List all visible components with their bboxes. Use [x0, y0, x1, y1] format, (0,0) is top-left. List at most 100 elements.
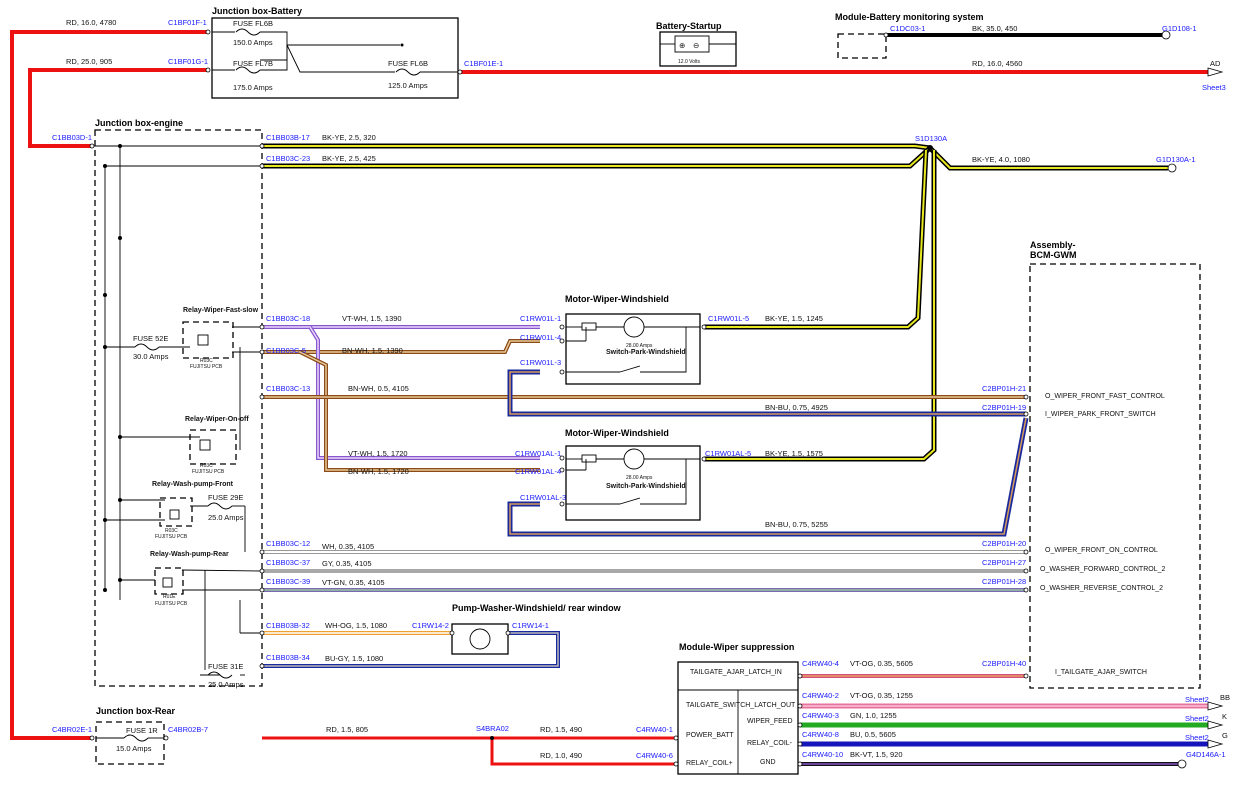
sheet-ref: AD [1210, 59, 1221, 68]
connector-label: C4RW40-4 [802, 659, 839, 668]
module-wiper-suppression: Module-Wiper suppression TAILGATE_AJAR_L… [677, 642, 799, 775]
wiper-module-title: Module-Wiper suppression [679, 642, 794, 652]
connector-label: C4RW40-10 [802, 750, 843, 759]
connector-label: C1BB03B-17 [266, 133, 310, 142]
relay-code: R01E [163, 594, 176, 600]
wire-label: VT-WH, 1.5, 1720 [348, 449, 408, 458]
resistor-icon [581, 322, 597, 331]
junction-box-engine: Junction box-engine FUSE 52E 30.0 Amps R… [94, 118, 263, 689]
fuse-amp: 25.0 Amps [208, 513, 244, 522]
wire-label: BN-WH, 1.5, 1390 [342, 346, 403, 355]
relay-onoff-title: Relay-Wiper-On-off [185, 416, 249, 423]
relay-coil-icon [169, 509, 180, 520]
fuse-amp: 125.0 Amps [388, 81, 428, 90]
signal-label: I_TAILGATE_AJAR_SWITCH [1055, 669, 1147, 676]
bms-title: Module-Battery monitoring system [835, 12, 984, 22]
module-bms: Module-Battery monitoring system [835, 12, 984, 59]
relay-code: R03C [200, 463, 213, 469]
sheet-arrow-icon [1207, 701, 1224, 711]
battery-plus-icon: ⊕ [679, 41, 685, 50]
pump-motor-icon [469, 628, 491, 650]
fuse-52e-icon [134, 343, 160, 351]
wire-label: BK-VT, 1.5, 920 [850, 750, 903, 759]
wire-label: VT-GN, 0.35, 4105 [322, 578, 385, 587]
wire-label: RD, 25.0, 905 [66, 57, 112, 66]
relay-wash-rear-title: Relay-Wash-pump-Rear [150, 551, 229, 558]
fuse-fl6b-icon [235, 28, 261, 36]
connector-label: C1BB03C-39 [266, 577, 310, 586]
battery-voltage: 12.0 Volts [678, 59, 700, 65]
relay-pcb: FUJITSU PCB [192, 469, 225, 475]
signal-label: O_WASHER_FORWARD_CONTROL_2 [1040, 566, 1165, 573]
connector-labels: C1BF01F-1 C1BF01G-1 C1BF01E-1 C1DC03-1 G… [52, 18, 1230, 760]
fuse-label: FUSE FL6B [388, 59, 428, 68]
motor1-title: Motor-Wiper-Windshield [565, 294, 669, 304]
jb-engine-internals [92, 145, 263, 676]
connector-label: C4RW40-2 [802, 691, 839, 700]
fuse-label: FUSE 52E [133, 334, 168, 343]
connector-label: G1D130A-1 [1156, 155, 1196, 164]
connector-label: C2BP01H-20 [982, 539, 1026, 548]
signal-label: O_WIPER_FRONT_FAST_CONTROL [1045, 393, 1165, 400]
connector-label: C1BB03C-37 [266, 558, 310, 567]
connector-label: C1RW01L-3 [520, 358, 561, 367]
pump-title: Pump-Washer-Windshield/ rear window [452, 603, 622, 613]
wire-label: RD, 1.0, 490 [540, 751, 582, 760]
connector-label: C1BB03C-13 [266, 384, 310, 393]
connector-label: C1RW01AL-4 [515, 467, 561, 476]
sheet-arrow-icon [1207, 739, 1224, 749]
wire-label: RD, 1.5, 805 [326, 725, 368, 734]
battery-title: Battery-Startup [656, 21, 722, 31]
fuse-31e-icon [207, 671, 233, 679]
wire-label: BU-GY, 1.5, 1080 [325, 654, 383, 663]
relay-pcb: FUJITSU PCB [155, 601, 188, 607]
fuse-amp: 150.0 Amps [233, 38, 273, 47]
relay-coil-icon [162, 577, 173, 588]
switch-icon [619, 365, 641, 373]
switch-park-title: Switch-Park-Windshield [606, 483, 686, 490]
bcm-title-1: Assembly- [1030, 240, 1076, 250]
fuse-1r-icon [123, 734, 149, 742]
wire-label: GN, 1.0, 1255 [850, 711, 897, 720]
bcm-title-2: BCM-GWM [1030, 250, 1077, 260]
jb-engine-title: Junction box-engine [95, 118, 183, 128]
pin-label: WIPER_FEED [747, 718, 793, 725]
connector-label: C1BF01G-1 [168, 57, 208, 66]
pin-label: TAILGATE_AJAR_LATCH_IN [690, 669, 782, 676]
jb-battery-title: Junction box-Battery [212, 6, 302, 16]
fuse-amp: 15.0 Amps [116, 744, 152, 753]
relay-coil-icon [199, 439, 211, 451]
relay-onoff-box [189, 429, 237, 465]
motor2-title: Motor-Wiper-Windshield [565, 428, 669, 438]
wire-label: BK-YE, 2.5, 320 [322, 133, 376, 142]
wire-vt-bn-harness [262, 325, 1026, 472]
wire-label: BU, 0.5, 5605 [850, 730, 896, 739]
battery-startup: Battery-Startup ⊕ ⊖ 12.0 Volts [656, 21, 737, 67]
connector-label: C1RW01AL-3 [520, 493, 566, 502]
connector-label: C1RW01L-1 [520, 314, 561, 323]
wire-pump [262, 631, 560, 668]
relay-wash-rear-box [154, 567, 184, 595]
jb-rear-title: Junction box-Rear [96, 706, 176, 716]
switch-icon [619, 497, 641, 505]
connector-label: C4BR02B-7 [168, 725, 208, 734]
connector-label: C1BF01E-1 [464, 59, 503, 68]
ground-icon [1177, 759, 1187, 769]
connector-label: G1D108-1 [1162, 24, 1197, 33]
pin-label: GND [760, 759, 776, 766]
wire-red-feeds [10, 30, 1208, 766]
fuse-label: FUSE FL6B [233, 19, 273, 28]
junction-box-battery: Junction box-Battery FUSE FL6B 150.0 Amp… [211, 6, 459, 99]
connector-label: C1RW14-1 [512, 621, 549, 630]
pin-label: RELAY_COIL- [747, 740, 793, 747]
wire-label: RD, 16.0, 4780 [66, 18, 116, 27]
connector-label: C1BB03D-1 [52, 133, 92, 142]
pin-label: TAILGATE_SWITCH_LATCH_OUT [686, 702, 796, 709]
sheet-ref: Sheet2 [1185, 695, 1209, 704]
sheet-ref: Sheet2 [1185, 733, 1209, 742]
connector-label: C2BP01H-27 [982, 558, 1026, 567]
connector-label: C2BP01H-21 [982, 384, 1026, 393]
resistor-icon [581, 454, 597, 463]
connector-label: C4RW40-1 [636, 725, 673, 734]
